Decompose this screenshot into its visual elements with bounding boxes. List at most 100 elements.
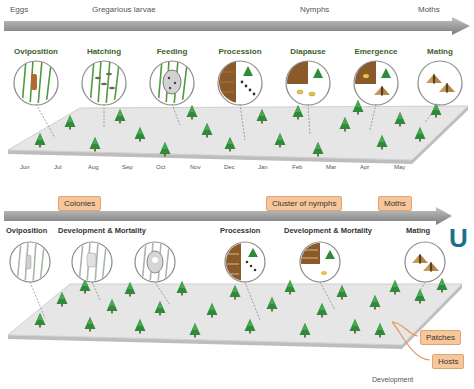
stage-circle-art (218, 60, 262, 104)
stage-circle-art (439, 83, 455, 93)
stage-circle-art (142, 242, 169, 284)
stage-circle-art (246, 261, 257, 272)
stage-circle-art (225, 242, 241, 282)
stage-label: Emergence (354, 46, 397, 58)
forest (107, 299, 118, 314)
forest (415, 127, 426, 142)
leader-lines (104, 104, 105, 128)
cropped-heading: U (449, 224, 468, 253)
stage-circle-art (109, 87, 115, 90)
stage-circle-art (249, 89, 252, 92)
circle-outline (418, 61, 462, 105)
process-label: Oviposition (6, 227, 47, 235)
forest (370, 295, 381, 310)
stage-circle-art (90, 60, 119, 106)
stage-circle-art (374, 86, 390, 96)
stage-circle-art (381, 68, 391, 78)
month-tick: Feb (292, 164, 302, 171)
leader-lines (92, 282, 100, 300)
circle-outline (217, 60, 263, 106)
stage-circle-art (412, 254, 439, 272)
stage-circle-art (163, 70, 181, 94)
stage-circle-art (106, 73, 112, 76)
circle-outline (149, 60, 195, 106)
stage-circle-art (354, 60, 398, 104)
stage-circle-art (405, 242, 445, 282)
stage-circle-art (168, 77, 170, 79)
stage-circle-art (405, 242, 445, 282)
stage-circle-art (286, 60, 330, 104)
forest (375, 323, 386, 338)
stage-circle-art (286, 60, 323, 96)
stage-circle-art (14, 60, 58, 104)
stage-circle-art (79, 242, 106, 284)
stage-circle-art (79, 242, 106, 284)
stage-circle-art (426, 74, 442, 84)
stage-circle: Hatching (80, 46, 128, 106)
stage-label: Patches (426, 332, 455, 343)
forest (202, 123, 213, 138)
stage-circle-art (241, 81, 256, 96)
forest (350, 319, 361, 334)
forest (337, 285, 348, 300)
forest (293, 105, 304, 120)
stage-circle-art (101, 83, 107, 86)
stage-circle-art (225, 242, 258, 282)
month-tick: Jan (258, 164, 268, 171)
stage-circle-art (254, 269, 257, 272)
stage-circle: Emergence (351, 46, 400, 106)
stage-circle-art (31, 74, 37, 90)
stage-circle-art (174, 82, 176, 84)
stage-circle-art (225, 242, 265, 282)
stage-circle-art (286, 60, 330, 104)
forest (377, 135, 388, 150)
stage-circle-art (248, 248, 258, 257)
stage-circle-art (313, 68, 323, 78)
forest (245, 319, 256, 334)
stage-circle-art (418, 60, 462, 104)
scale-note: Development (372, 376, 413, 384)
scale-box: Cluster of nymphs (266, 196, 342, 211)
stage-circle-art (354, 60, 391, 96)
scale-box: Patches (420, 330, 461, 345)
stage-label: Feeding (157, 46, 188, 58)
stage-label: Mating (427, 46, 453, 58)
stage-circle-art (354, 60, 398, 104)
ground-plane (8, 106, 468, 160)
leader-lines (245, 282, 260, 320)
stage-circle-art (423, 262, 439, 272)
circle-outline (82, 61, 126, 105)
forest (135, 319, 146, 334)
stage-label: Cluster of nymphs (272, 198, 336, 209)
circle-outline (81, 60, 127, 106)
stage-circle-art (227, 254, 239, 274)
stage-circle-art (246, 261, 249, 264)
stage-circle-art (300, 242, 340, 282)
stage-circle-art (10, 242, 445, 284)
timeline-arrow (4, 17, 470, 35)
forest (267, 297, 278, 312)
stage-circle-art (95, 73, 115, 90)
stage-circle: Mating (416, 46, 464, 106)
stage-circle-art (135, 242, 175, 284)
stage-circle-art (95, 77, 101, 80)
stage-circle-art (150, 60, 194, 106)
forest (160, 142, 171, 157)
stage-label: Moths (384, 198, 406, 209)
forest (437, 278, 448, 293)
stage-circle-art (241, 81, 244, 84)
leader-lines (155, 282, 170, 305)
stage-circle: Diapause (284, 46, 332, 106)
stage-circle-art (426, 74, 455, 93)
forest (207, 303, 218, 318)
stage-circle-art (22, 60, 51, 106)
stage-circle-art (135, 242, 175, 282)
circle-outline (354, 61, 398, 105)
scale-box: Moths (378, 196, 412, 211)
ground-plane (8, 284, 462, 345)
stage-circle-art (72, 242, 112, 284)
stage-circle: Feeding (148, 46, 196, 106)
month-tick: May (394, 164, 405, 171)
